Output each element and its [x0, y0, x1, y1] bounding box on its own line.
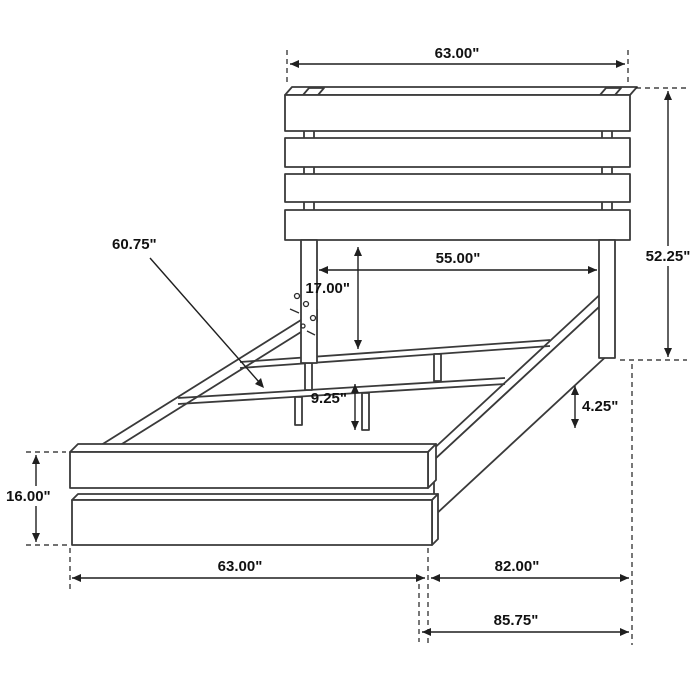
footboard	[69, 443, 439, 546]
dim-label-rail-floor-clearance: 4.25"	[582, 398, 618, 415]
dim-headboard-height: 52.25"	[620, 87, 700, 361]
dim-label-overall-length: 85.75"	[494, 612, 539, 629]
hardware-detail	[289, 292, 317, 336]
headboard-slat-1	[284, 94, 631, 132]
post-gap-lines	[303, 131, 613, 210]
footboard-slat-1	[69, 451, 429, 489]
bed-frame	[69, 86, 638, 546]
dim-label-headboard-to-rail: 17.00"	[305, 280, 350, 297]
dim-label-footboard-width: 63.00"	[218, 558, 263, 575]
dim-label-headboard-height: 52.25"	[646, 248, 691, 265]
headboard-slat-4	[284, 209, 631, 241]
dim-side-rail-length: 60.75"	[112, 236, 264, 388]
dim-headboard-width: 63.00"	[286, 45, 629, 85]
footboard-slat-2	[71, 499, 433, 546]
dim-slat-support-height: 9.25"	[311, 384, 359, 430]
far-side-rail	[89, 309, 318, 465]
dim-footboard-height: 16.00"	[2, 451, 68, 546]
headboard-post-right	[598, 239, 616, 359]
dim-label-headboard-width: 63.00"	[435, 45, 480, 62]
footboard-slat-1-end	[427, 443, 437, 489]
support-legs	[294, 353, 442, 431]
headboard-slat-3	[284, 173, 631, 203]
dimensions: 63.00" 52.25" 55.00" 17.00"	[2, 45, 700, 645]
dim-frame-length: 82.00"	[431, 364, 633, 645]
dim-overall-length: 85.75"	[418, 584, 629, 642]
headboard	[284, 86, 638, 364]
headboard-slat-2	[284, 137, 631, 168]
dim-label-frame-length: 82.00"	[495, 558, 540, 575]
headboard-post-left	[300, 239, 318, 364]
dim-headboard-to-rail: 17.00"	[305, 247, 362, 349]
dim-label-headboard-inner-width: 55.00"	[436, 250, 481, 267]
dim-footboard-width: 63.00"	[69, 548, 429, 645]
dim-label-slat-support-height: 9.25"	[311, 390, 347, 407]
dim-label-side-rail-length: 60.75"	[112, 236, 157, 253]
footboard-slat-1-top	[69, 443, 437, 453]
slat-support-rails	[177, 339, 551, 405]
headboard-top-edge	[284, 86, 638, 96]
dim-rail-floor-clearance: 4.25"	[571, 386, 618, 428]
dim-headboard-inner-width: 55.00"	[319, 250, 597, 274]
dim-label-footboard-height: 16.00"	[6, 488, 51, 505]
